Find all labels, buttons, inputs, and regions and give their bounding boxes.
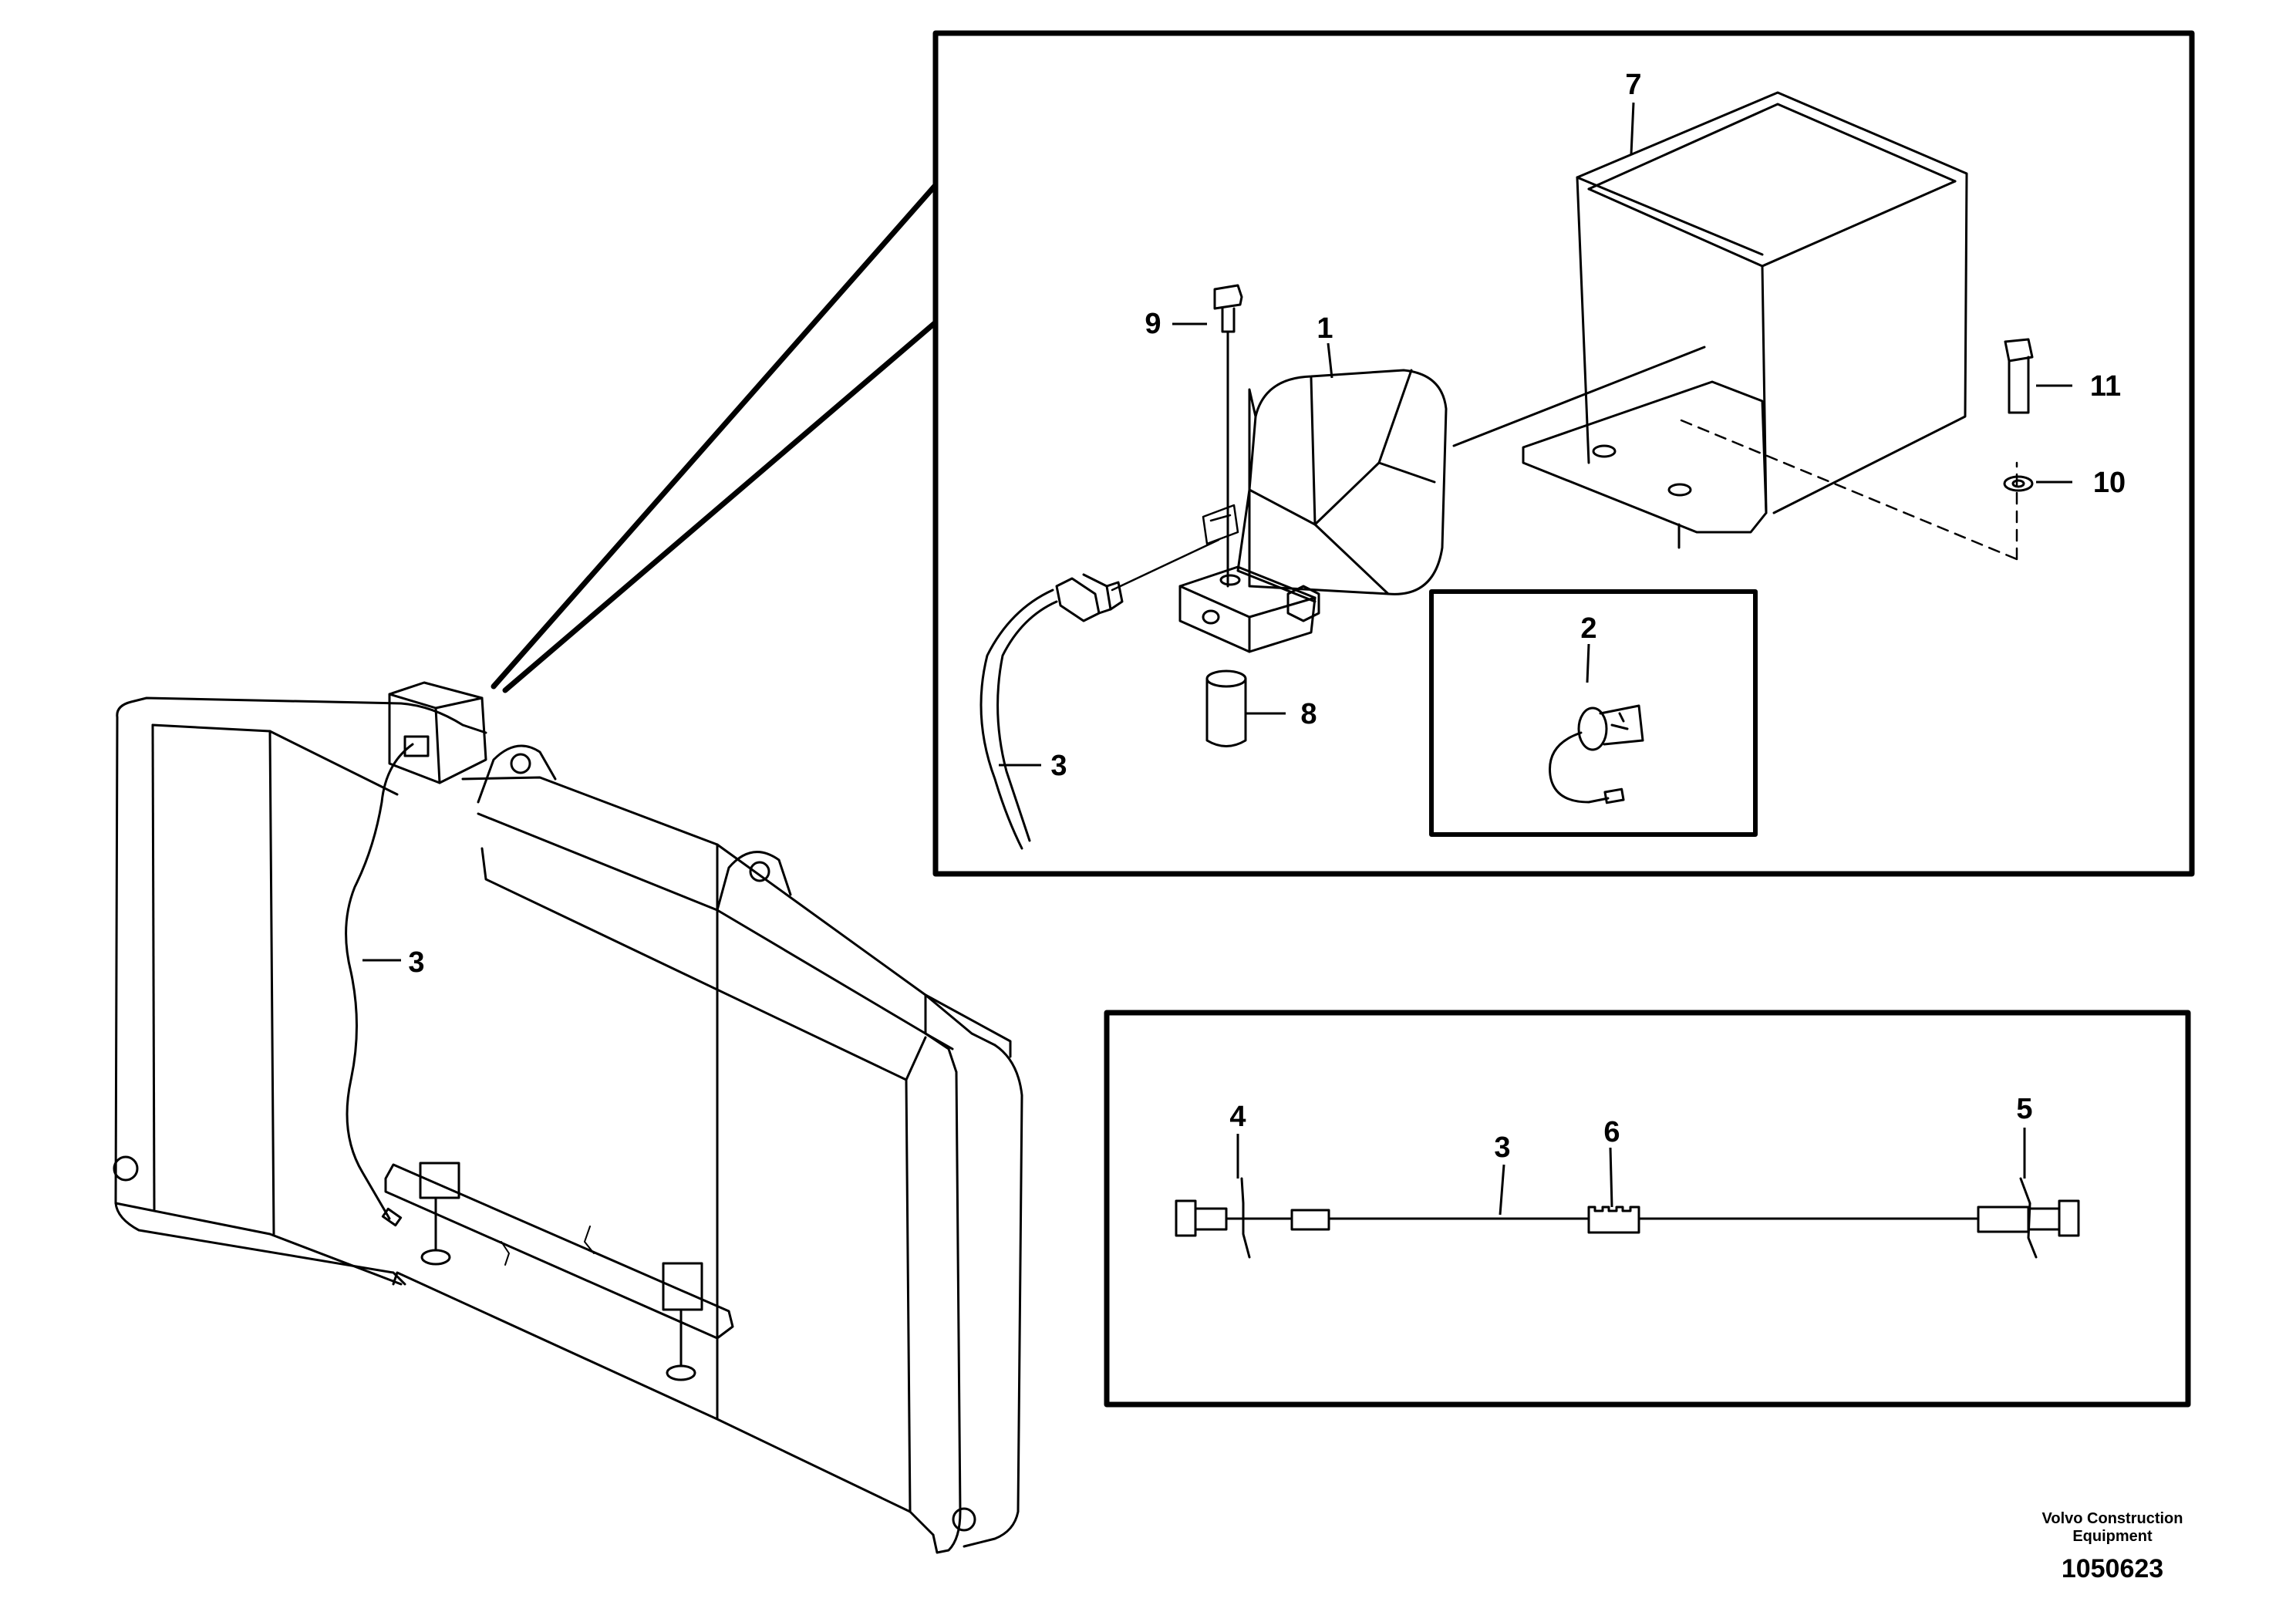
callout-9: 9 [1145, 308, 1161, 340]
lamp-cover [1522, 91, 1968, 534]
mounted-lamp [388, 681, 487, 784]
connector-4 [1175, 1177, 1293, 1259]
washer-10 [2003, 475, 2034, 492]
callout-3-assembly: 3 [408, 946, 424, 979]
leader-lines [491, 182, 939, 693]
callout-11: 11 [2090, 370, 2121, 403]
callout-10: 10 [2093, 467, 2126, 499]
dashed-fastener-line [1680, 419, 2018, 561]
schematic-frame [1104, 1010, 2191, 1408]
work-lamp [1236, 369, 1448, 603]
callout-3-detail: 3 [1050, 750, 1067, 782]
lamp-socket [1202, 504, 1239, 545]
footer-credit: Volvo Construction Equipment 1050623 [2012, 1510, 2213, 1584]
harness-cable-on-assembly [345, 743, 414, 1220]
part-number: 1050623 [2061, 1554, 2164, 1583]
brand-line-1: Volvo Construction [2041, 1510, 2183, 1527]
inline-fuse [1290, 1209, 1330, 1231]
callout-8: 8 [1300, 698, 1317, 730]
mounting-block [1178, 565, 1320, 653]
callout-7: 7 [1625, 69, 1641, 101]
cover-guide-line [1452, 346, 1706, 549]
harness-plug [1055, 573, 1124, 622]
bulb-2 [1549, 704, 1644, 804]
counterweight-body [113, 696, 1023, 1554]
mounting-bracket [384, 1162, 734, 1381]
callout-leaders [362, 102, 2072, 1216]
harness-end-connector [381, 1207, 403, 1227]
screw-9 [1213, 284, 1243, 588]
detail-frame [932, 30, 2195, 877]
callout-2: 2 [1580, 612, 1596, 645]
harness-cable-detail [979, 588, 1058, 850]
callout-1: 1 [1317, 312, 1333, 345]
connector-6 [1587, 1206, 1640, 1234]
callout-4: 4 [1229, 1101, 1246, 1133]
connector-5 [1977, 1177, 2080, 1259]
washer-10-hole [2011, 479, 2025, 488]
bulb-inset-frame [1429, 589, 1758, 837]
spacer-sleeve-8 [1205, 669, 1247, 747]
plug-guide-line [1111, 538, 1220, 592]
callout-3-schematic: 3 [1494, 1131, 1510, 1164]
callout-5: 5 [2016, 1093, 2032, 1125]
bolt-11 [2004, 338, 2034, 414]
brand-line-2: Equipment [2072, 1528, 2153, 1545]
callout-6: 6 [1603, 1116, 1620, 1148]
lifting-eyes [477, 744, 792, 912]
